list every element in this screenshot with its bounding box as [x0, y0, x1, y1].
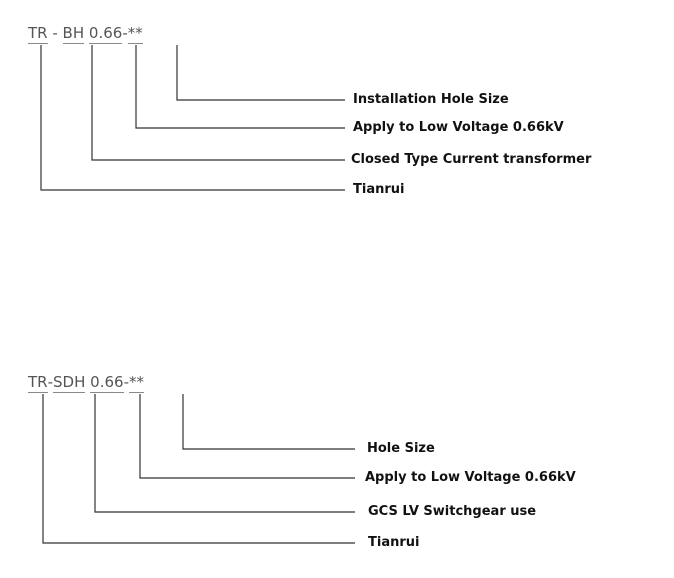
label-type: Closed Type Current transformer	[351, 152, 592, 167]
label-brand: Tianrui	[353, 182, 405, 197]
connector-voltage-2	[139, 394, 355, 479]
code-part-hole: **	[128, 373, 144, 393]
code-separator: -	[123, 373, 129, 391]
code-part-type: SDH	[53, 373, 86, 393]
connector-voltage-1	[135, 45, 345, 129]
code-part-brand: TR	[28, 24, 48, 44]
label-voltage: Apply to Low Voltage 0.66kV	[353, 120, 564, 135]
label-voltage: Apply to Low Voltage 0.66kV	[365, 470, 576, 485]
code-part-voltage: 0.66	[90, 373, 124, 393]
connector-brand-1	[40, 45, 345, 191]
label-brand: Tianrui	[368, 535, 420, 550]
connector-brand-2	[42, 394, 355, 544]
label-hole-size: Installation Hole Size	[353, 92, 509, 107]
model-code-2: TR-SDH 0.66-**	[28, 373, 144, 393]
connector-hole-size-2	[182, 394, 355, 450]
model-code-1: TR - BH 0.66-**	[28, 24, 143, 44]
code-part-voltage: 0.66	[88, 24, 123, 44]
code-separator: -	[122, 24, 128, 42]
code-part-type: BH	[62, 24, 85, 44]
code-separator: -	[47, 373, 54, 391]
connector-hole-size-1	[176, 45, 345, 101]
label-type: GCS LV Switchgear use	[368, 504, 537, 519]
connector-type-2	[94, 394, 355, 513]
code-part-brand: TR	[28, 373, 48, 393]
connector-type-1	[91, 45, 345, 161]
code-part-hole: **	[127, 24, 143, 44]
label-hole-size: Hole Size	[367, 441, 435, 456]
code-separator: -	[47, 24, 63, 42]
